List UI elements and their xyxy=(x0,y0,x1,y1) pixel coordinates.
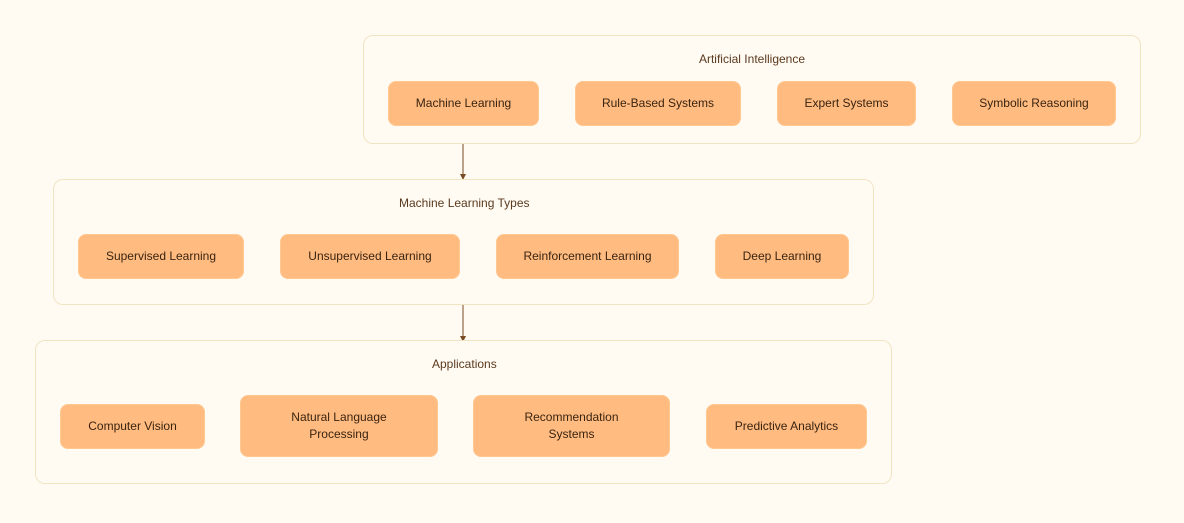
node-expert-systems[interactable]: Expert Systems xyxy=(777,81,916,126)
node-supervised-learning[interactable]: Supervised Learning xyxy=(78,234,244,279)
node-predictive-analytics[interactable]: Predictive Analytics xyxy=(706,404,867,449)
node-machine-learning[interactable]: Machine Learning xyxy=(388,81,539,126)
node-recommendation-systems[interactable]: Recommendation Systems xyxy=(473,395,670,457)
node-symbolic-reasoning[interactable]: Symbolic Reasoning xyxy=(952,81,1116,126)
node-deep-learning[interactable]: Deep Learning xyxy=(715,234,849,279)
node-unsupervised-learning[interactable]: Unsupervised Learning xyxy=(280,234,460,279)
group-title-applications: Applications xyxy=(432,357,497,371)
node-computer-vision[interactable]: Computer Vision xyxy=(60,404,205,449)
node-reinforcement-learning[interactable]: Reinforcement Learning xyxy=(496,234,679,279)
group-title-machine-learning-types: Machine Learning Types xyxy=(399,196,530,210)
group-title-artificial-intelligence: Artificial Intelligence xyxy=(698,52,806,66)
node-natural-language-processing[interactable]: Natural Language Processing xyxy=(240,395,438,457)
node-rule-based-systems[interactable]: Rule-Based Systems xyxy=(575,81,741,126)
